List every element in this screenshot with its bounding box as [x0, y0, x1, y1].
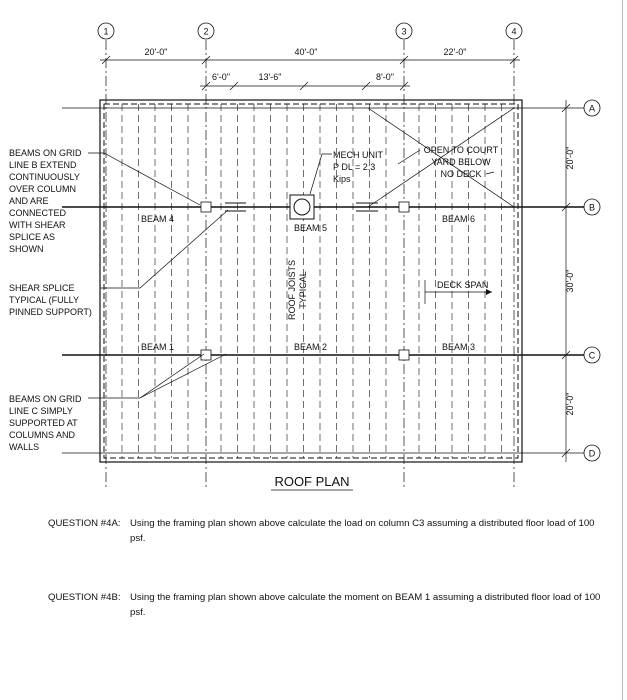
dim-top-3: 22'-0" [444, 47, 467, 57]
plan-title: ROOF PLAN [274, 474, 349, 489]
deck-span-label: DECK SPAN [437, 280, 488, 290]
column-b2 [200, 201, 212, 213]
leader-open-court [397, 149, 421, 165]
svg-text:P DL = 2.3: P DL = 2.3 [333, 162, 375, 172]
building-outline-outer [99, 99, 523, 463]
grid-bubble-4 [505, 22, 523, 40]
leader-grid-c-2 [139, 353, 227, 399]
beam-1-label: BEAM 1 [141, 342, 174, 352]
grid-label-a: A [589, 104, 595, 114]
question-4a-label: QUESTION #4A: [48, 518, 121, 529]
svg-text:SHEAR SPLICE: SHEAR SPLICE [9, 283, 75, 293]
svg-text:CONTINUOUSLY: CONTINUOUSLY [9, 172, 80, 182]
grid-label-d: D [589, 449, 596, 459]
column-c2 [200, 349, 212, 361]
mech-unit-circle [293, 198, 311, 216]
grid-label-b: B [589, 203, 595, 213]
roof-joists-label: ROOF JOISTS TYPICAL [287, 260, 308, 320]
note-open-court: OPEN TO COURT YARD BELOW NO DECK [424, 145, 499, 179]
dim-sub-2: 13'-6" [259, 72, 282, 82]
svg-text:ROOF JOISTS: ROOF JOISTS [287, 260, 297, 320]
svg-text:AND ARE: AND ARE [9, 196, 49, 206]
svg-text:OVER COLUMN: OVER COLUMN [9, 184, 76, 194]
building-outline-inner [103, 103, 519, 459]
beam-3-label: BEAM 3 [442, 342, 475, 352]
grid-label-2: 2 [203, 27, 208, 37]
open-court-cross [367, 107, 515, 208]
grid-bubble-3 [395, 22, 413, 40]
grid-bubble-c [583, 346, 601, 364]
leader-mech-unit [309, 153, 332, 195]
svg-text:SPLICE AS: SPLICE AS [9, 232, 55, 242]
beam-6-label: BEAM 6 [442, 214, 475, 224]
svg-text:TYPICAL (FULLY: TYPICAL (FULLY [9, 295, 79, 305]
leader-grid-b [88, 152, 201, 206]
svg-text:COLUMNS AND: COLUMNS AND [9, 430, 76, 440]
question-4a-text: Using the framing plan shown above calcu… [130, 518, 595, 544]
grid-bubble-b [583, 198, 601, 216]
dim-right-1: 20'-0" [565, 147, 575, 170]
svg-text:TYPICAL: TYPICAL [298, 271, 308, 309]
dim-sub-1: 6'-0" [212, 72, 230, 82]
dim-top-2: 40'-0" [295, 47, 318, 57]
question-4b-label: QUESTION #4B: [48, 592, 121, 603]
grid-label-1: 1 [103, 27, 108, 37]
question-4b-text: Using the framing plan shown above calcu… [130, 592, 601, 618]
svg-text:WALLS: WALLS [9, 442, 39, 452]
svg-text:LINE C SIMPLY: LINE C SIMPLY [9, 406, 73, 416]
leader-shear-splice [100, 209, 229, 289]
question-4a: QUESTION #4A: Using the framing plan sho… [48, 516, 608, 546]
svg-text:WITH SHEAR: WITH SHEAR [9, 220, 66, 230]
note-beams-grid-c: BEAMS ON GRID LINE C SIMPLY SUPPORTED AT… [9, 394, 82, 452]
dim-right-3: 20'-0" [565, 393, 575, 416]
grid-bubble-a [583, 99, 601, 117]
note-shear-splice: SHEAR SPLICE TYPICAL (FULLY PINNED SUPPO… [9, 283, 92, 317]
svg-text:SHOWN: SHOWN [9, 244, 44, 254]
grid-label-4: 4 [511, 27, 516, 37]
beam-5-label: BEAM 5 [294, 223, 327, 233]
column-b3 [398, 201, 410, 213]
grid-bubble-2 [197, 22, 215, 40]
svg-text:Kips: Kips [333, 174, 351, 184]
grid-bubble-1 [97, 22, 115, 40]
svg-text:YARD BELOW: YARD BELOW [431, 157, 491, 167]
dim-right-2: 30'-0" [565, 270, 575, 293]
svg-text:BEAMS ON GRID: BEAMS ON GRID [9, 394, 82, 404]
svg-text:MECH UNIT: MECH UNIT [333, 150, 383, 160]
svg-text:OPEN TO COURT: OPEN TO COURT [424, 145, 499, 155]
svg-text:NO DECK: NO DECK [440, 169, 481, 179]
svg-text:PINNED SUPPORT): PINNED SUPPORT) [9, 307, 92, 317]
beam-2-label: BEAM 2 [294, 342, 327, 352]
beam-4-label: BEAM 4 [141, 214, 174, 224]
svg-text:SUPPORTED AT: SUPPORTED AT [9, 418, 78, 428]
leader-grid-c-1 [88, 353, 205, 399]
roof-plan-drawing: 1 2 3 4 A B C D 20'-0" 40'-0" 22'-0" 6'-… [9, 22, 601, 491]
svg-text:LINE B EXTEND: LINE B EXTEND [9, 160, 77, 170]
roof-joists [121, 104, 502, 458]
svg-text:CONNECTED: CONNECTED [9, 208, 67, 218]
page-edge [622, 0, 623, 700]
grid-label-3: 3 [401, 27, 406, 37]
svg-text:BEAMS ON GRID: BEAMS ON GRID [9, 148, 82, 158]
dim-top-1: 20'-0" [145, 47, 168, 57]
grid-label-c: C [589, 351, 596, 361]
note-mech-unit: MECH UNIT P DL = 2.3 Kips [333, 150, 383, 184]
column-c3 [398, 349, 410, 361]
grid-bubble-d [583, 444, 601, 462]
dim-sub-3: 8'-0" [376, 72, 394, 82]
question-4b: QUESTION #4B: Using the framing plan sho… [48, 590, 608, 620]
note-beams-grid-b: BEAMS ON GRID LINE B EXTEND CONTINUOUSLY… [9, 148, 82, 254]
